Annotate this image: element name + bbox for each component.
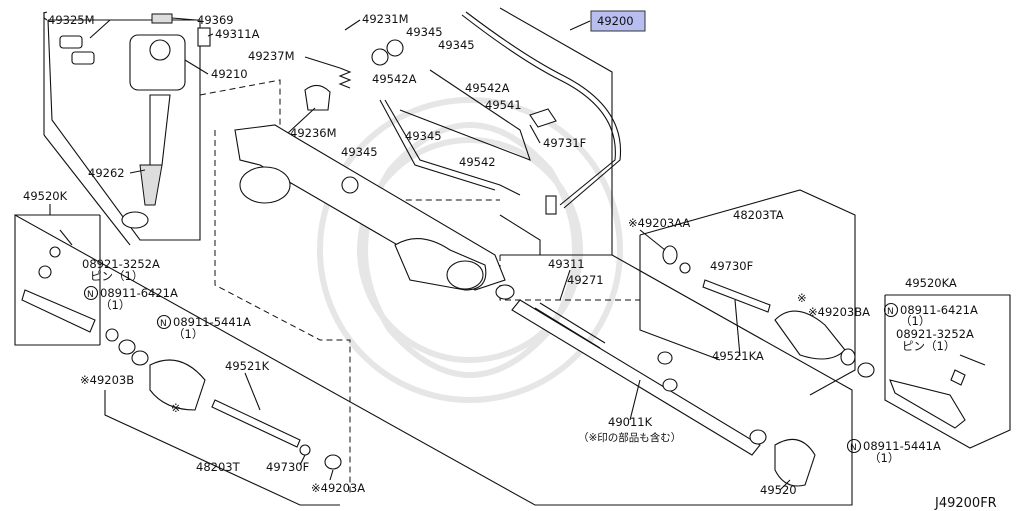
label-08921-3252A-right: 08921-3252A bbox=[896, 327, 974, 341]
label-49345-c: 49345 bbox=[405, 129, 442, 143]
part-labels: 49325M 49369 49311A 49231M 49345 49345 4… bbox=[23, 12, 997, 511]
star-mark-1: ※ bbox=[797, 291, 807, 305]
label-08911-5441A-right: 08911-5441A bbox=[863, 439, 941, 453]
label-49520: 49520 bbox=[760, 483, 797, 497]
assembly-highlight-box bbox=[590, 10, 646, 32]
label-49011K-note: （※印の部品も含む） bbox=[578, 431, 681, 444]
label-49541: 49541 bbox=[485, 98, 522, 112]
label-49200: 49200 bbox=[597, 14, 634, 28]
n-mark-2 bbox=[156, 314, 172, 330]
n-mark-2-text: N bbox=[160, 319, 167, 329]
label-49231M: 49231M bbox=[362, 12, 409, 26]
label-48203TA: 48203TA bbox=[733, 208, 784, 222]
label-49542A-a: 49542A bbox=[372, 72, 417, 86]
label-49236M: 49236M bbox=[290, 126, 337, 140]
label-08911-6421A-left: 08911-6421A bbox=[100, 286, 178, 300]
label-49237M: 49237M bbox=[248, 49, 295, 63]
label-49011K: 49011K bbox=[608, 415, 653, 429]
label-08921-3252A-right-qty: ピン（1） bbox=[902, 339, 955, 353]
n-mark-3-text: N bbox=[887, 307, 894, 317]
label-08921-3252A-left: 08921-3252A bbox=[82, 257, 160, 271]
label-49730F-b: 49730F bbox=[266, 460, 309, 474]
label-08911-5441A-mid: 08911-5441A bbox=[173, 315, 251, 329]
label-49203B: ※49203B bbox=[80, 373, 134, 387]
label-49203BA: ※49203BA bbox=[808, 305, 870, 319]
label-08911-5441A-right-qty: （1） bbox=[869, 451, 899, 465]
leader-lines bbox=[49, 17, 791, 491]
label-49521K: 49521K bbox=[225, 359, 270, 373]
label-49520KA: 49520KA bbox=[905, 276, 957, 290]
label-08911-6421A-right: 08911-6421A bbox=[900, 303, 978, 317]
label-49542: 49542 bbox=[459, 155, 496, 169]
label-49369: 49369 bbox=[197, 13, 234, 27]
label-08911-6421A-right-qty: （1） bbox=[900, 314, 930, 328]
diagram-code: J49200FR bbox=[934, 496, 997, 511]
label-49210: 49210 bbox=[211, 67, 248, 81]
label-49345-d: 49345 bbox=[341, 145, 378, 159]
label-08921-3252A-left-qty: ピン（1） bbox=[90, 269, 143, 283]
label-49731F: 49731F bbox=[543, 136, 586, 150]
label-49311: 49311 bbox=[548, 257, 585, 271]
label-08911-5441A-mid-qty: （1） bbox=[173, 327, 203, 341]
label-49311A: 49311A bbox=[215, 27, 260, 41]
label-49730F-a: 49730F bbox=[710, 259, 753, 273]
label-08911-6421A-left-qty: （1） bbox=[100, 298, 130, 312]
label-49203AA: ※49203AA bbox=[628, 216, 690, 230]
label-49203A: ※49203A bbox=[311, 481, 365, 495]
n-mark-1-text: N bbox=[87, 290, 94, 300]
n-mark-4-text: N bbox=[850, 443, 857, 453]
part-drawings bbox=[21, 11, 986, 487]
n-mark-1 bbox=[83, 285, 99, 301]
n-mark-3 bbox=[883, 302, 899, 318]
label-49542A-b: 49542A bbox=[465, 81, 510, 95]
label-49521KA: 49521KA bbox=[712, 349, 764, 363]
n-mark-4 bbox=[846, 438, 862, 454]
label-49271: 49271 bbox=[567, 273, 604, 287]
label-49262: 49262 bbox=[88, 166, 125, 180]
label-49345-b: 49345 bbox=[438, 38, 475, 52]
label-49520K: 49520K bbox=[23, 189, 68, 203]
label-49325M: 49325M bbox=[48, 13, 95, 27]
star-mark-2: ※ bbox=[171, 401, 181, 415]
label-48203T: 48203T bbox=[196, 460, 241, 474]
label-49345-a: 49345 bbox=[406, 25, 443, 39]
